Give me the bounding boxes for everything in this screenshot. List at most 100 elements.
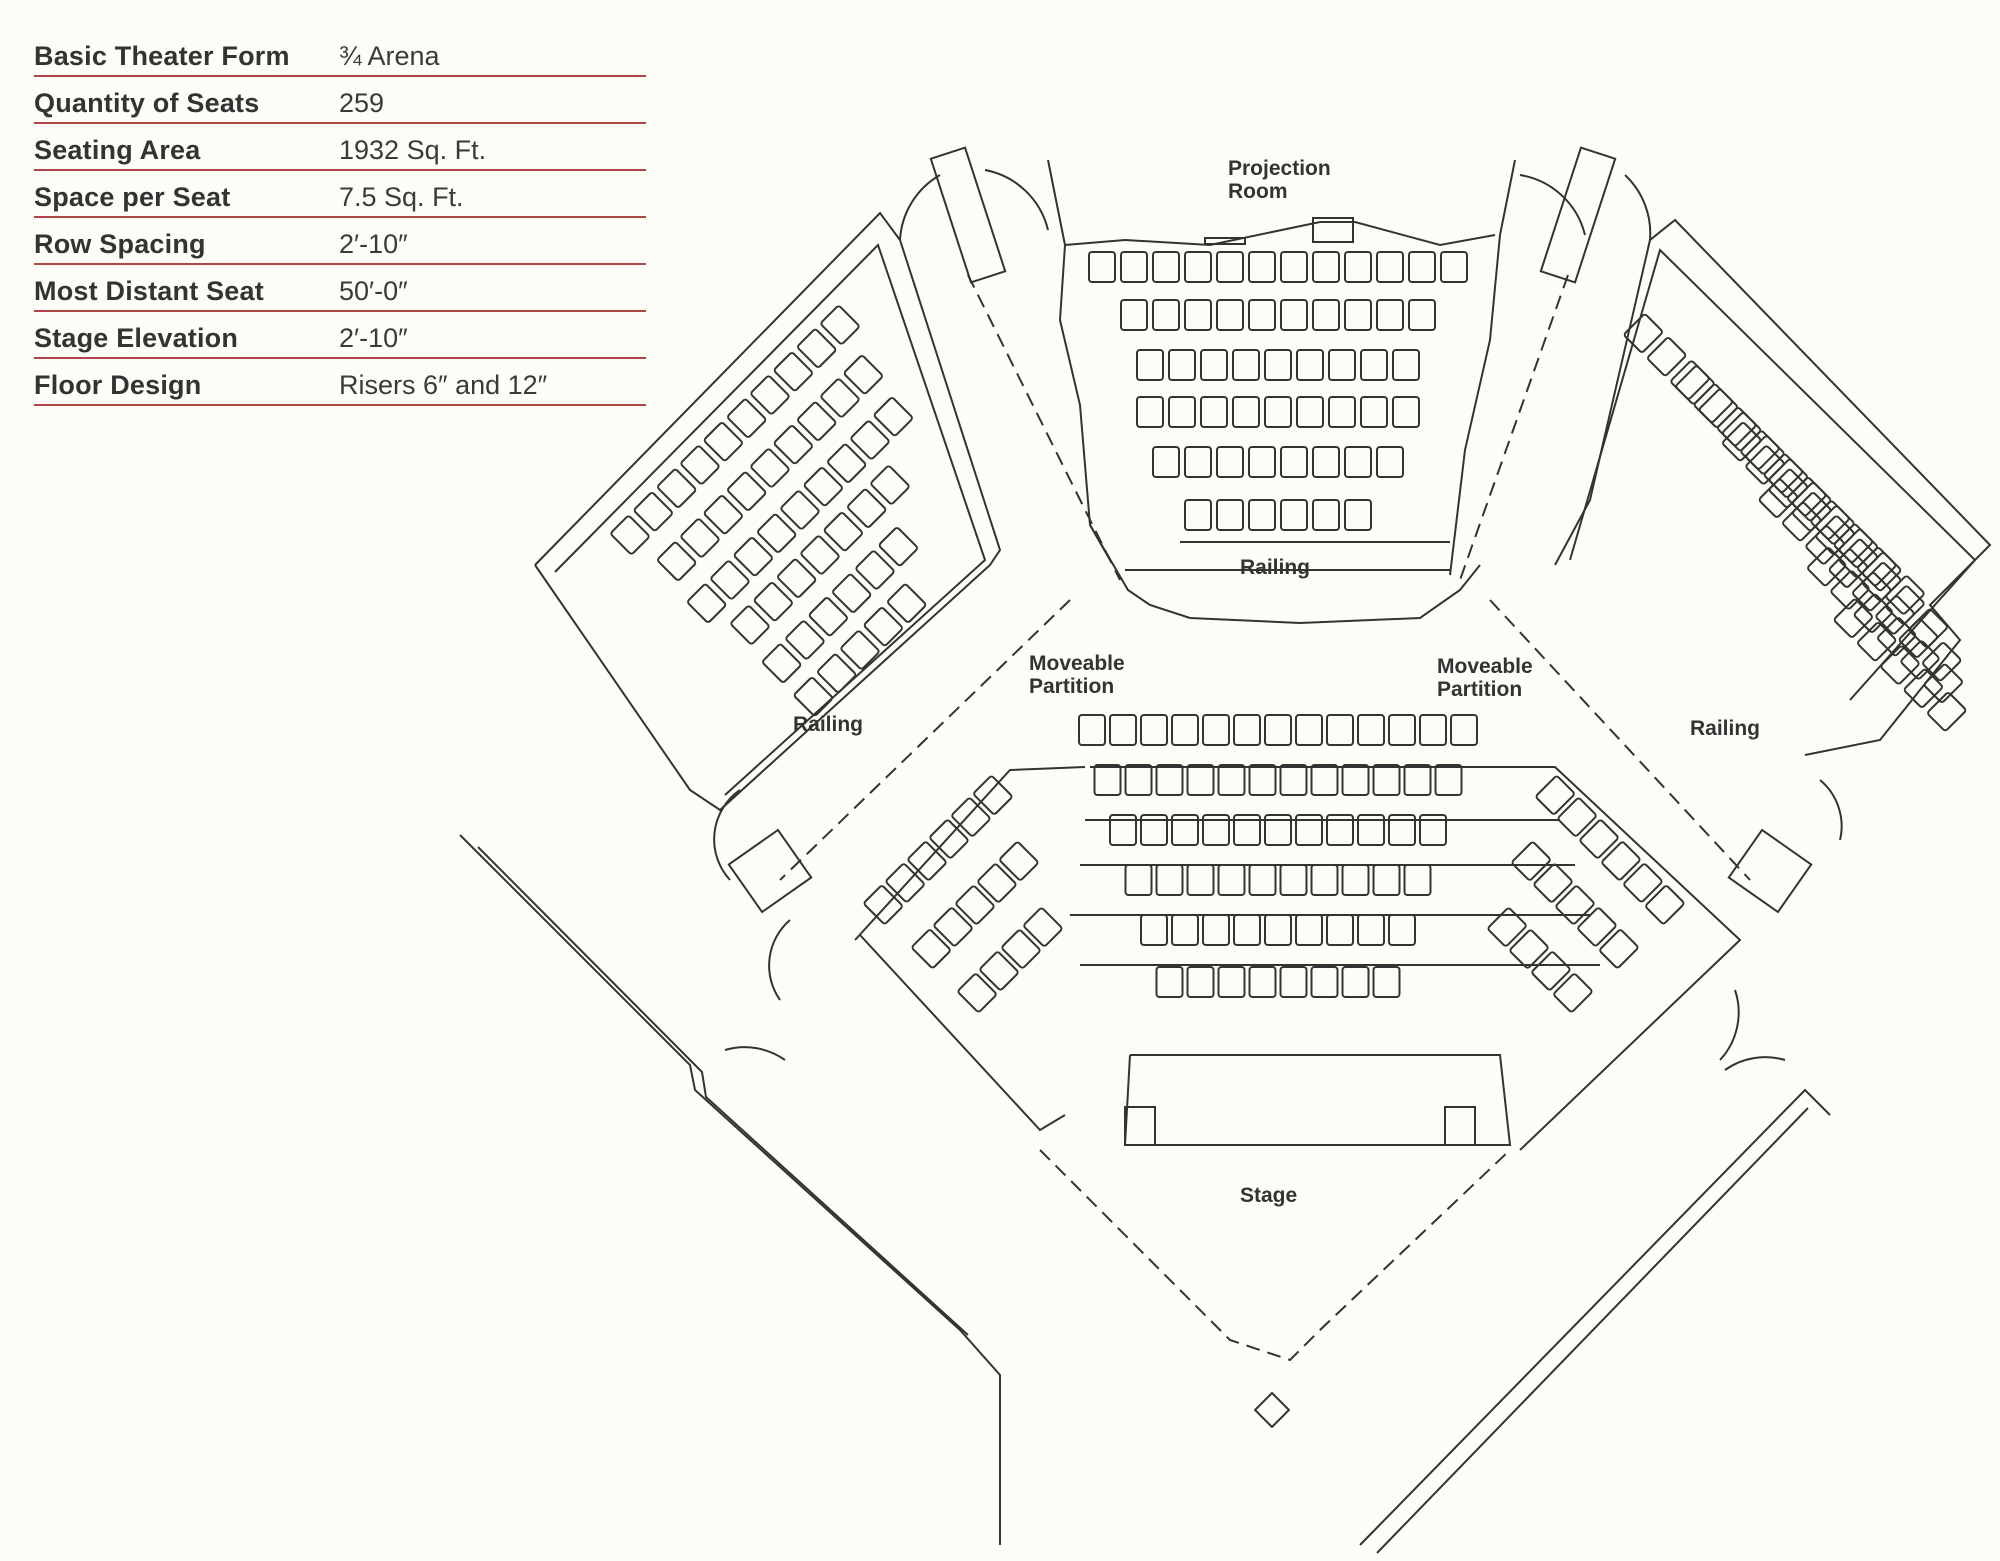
projection-room-label-line1: Projection [1228,157,1331,180]
spec-label: Floor Design [34,358,339,406]
seat [1372,864,1401,896]
seat [1623,313,1663,353]
seat [1216,446,1244,478]
seat [1419,814,1447,846]
seat [1357,814,1385,846]
seat [1295,714,1323,746]
seat [1233,714,1261,746]
spec-value: Risers 6″ and 12″ [339,358,646,406]
seat [1357,914,1385,946]
seat [750,448,790,488]
railing-left-label: Railing [793,713,863,736]
seat [803,467,843,507]
seat [1360,349,1388,381]
seat [1372,764,1401,796]
spec-value: 50′-0″ [339,264,646,312]
seat [1216,299,1244,331]
seat [1341,966,1370,998]
seat [1217,864,1246,896]
seat [1312,299,1340,331]
stage-label: Stage [1240,1184,1297,1207]
seat [907,841,947,881]
seat [1232,396,1260,428]
seat [1217,764,1246,796]
seat [1109,714,1137,746]
seat [793,677,833,717]
seat [1280,299,1308,331]
seat [1279,764,1308,796]
seat [1388,714,1416,746]
seat [1408,251,1436,283]
seat [817,653,857,693]
spec-value: 2′-10″ [339,311,646,359]
seat [847,488,887,528]
seat [1601,841,1641,881]
seat [1535,775,1575,815]
seat [1124,764,1153,796]
seat [762,643,802,683]
seat [1216,499,1244,531]
seat [1296,396,1324,428]
seat [1357,714,1385,746]
seat [827,443,867,483]
railing-right-label: Railing [1690,717,1760,740]
seat [1124,864,1153,896]
seat [1186,764,1215,796]
seat [1553,973,1593,1013]
seat [1248,299,1276,331]
seat [610,515,650,555]
seat [780,490,820,530]
seat [1109,814,1137,846]
seat [703,495,743,535]
seat [951,797,991,837]
seat [955,885,995,925]
seat [1152,299,1180,331]
seat [1903,668,1943,708]
seat [823,512,863,552]
seat [1853,593,1893,633]
seat [1280,446,1308,478]
seat [1344,499,1372,531]
seat [703,422,743,462]
seat [1186,864,1215,896]
spec-label: Most Distant Seat [34,264,339,312]
seat [1202,914,1230,946]
seat [1403,864,1432,896]
seat [1184,446,1212,478]
lower-seats [1078,714,1478,998]
seat [1310,864,1339,896]
lower-left-seats [863,775,1063,1013]
seat [1344,299,1372,331]
seat [1171,914,1199,946]
seat [1900,640,1940,680]
seat [1023,907,1063,947]
seat [1120,299,1148,331]
seat [800,535,840,575]
seat [1312,251,1340,283]
seat [1233,914,1261,946]
seat [1745,445,1785,485]
seat [1248,764,1277,796]
seat [1184,251,1212,283]
seat [1200,396,1228,428]
seat [840,630,880,670]
seat [979,951,1019,991]
seat [1857,622,1897,662]
column-marker [1253,1391,1291,1429]
seat [933,907,973,947]
partition-left-label-line2: Partition [1029,675,1114,698]
seat [1511,841,1551,881]
seat [1880,645,1920,685]
seat [680,445,720,485]
seat [1782,502,1822,542]
seat [1440,251,1468,283]
seat [1392,349,1420,381]
seat [1923,663,1963,703]
spec-value: ¾ Arena [339,30,646,77]
seat [820,378,860,418]
top-seats [1088,251,1468,531]
seat [1341,864,1370,896]
